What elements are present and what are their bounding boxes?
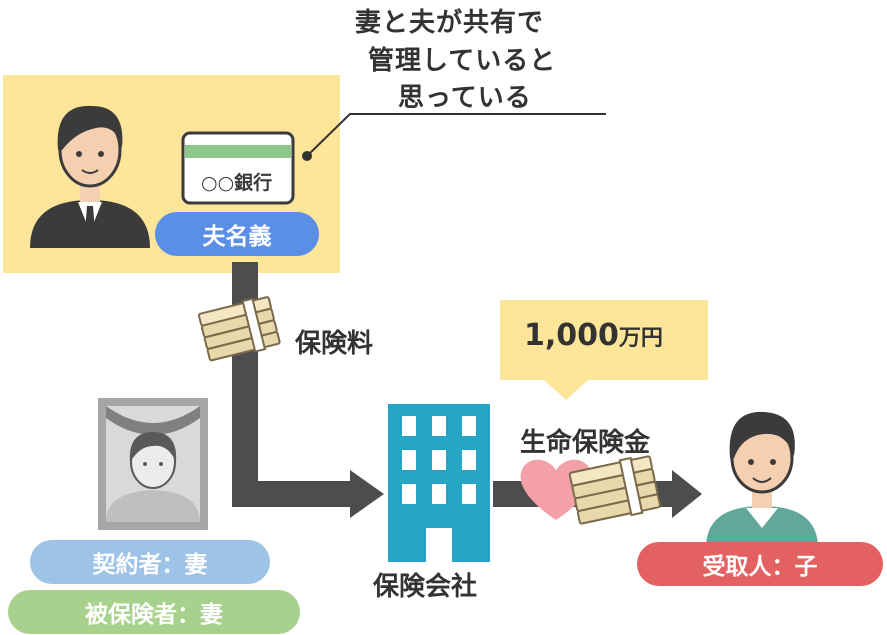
note-callout-line [306,113,606,157]
account-holder-badge: 夫名義 [155,212,319,256]
callout-dot [302,151,312,161]
note-line-2: 管理していると [368,46,557,76]
payout-arrow-head [672,470,702,518]
payout-amount: 1,000万円 [524,318,663,353]
bank-card-icon [181,131,295,205]
policyholder-badge: 契約者：妻 [30,540,270,584]
insurance-company-building-icon [388,404,490,562]
payout-amount-unit: 万円 [618,326,663,351]
child-avatar-icon [706,411,818,548]
husband-avatar-icon [30,105,150,248]
payout-amount-bubble [500,300,708,400]
deceased-wife-portrait-icon [98,398,208,530]
benefit-money-icon [568,455,662,525]
premium-arrow-head [350,470,384,518]
insured-badge: 被保険者：妻 [8,590,300,634]
bank-card-label: ○○銀行 [201,172,273,194]
benefit-label: 生命保険金 [520,428,651,458]
recipient-badge: 受取人：子 [637,542,883,586]
insurer-label: 保険会社 [373,572,478,602]
note-line-1: 妻と夫が共有で [355,8,545,38]
premium-flow-arrow [232,262,352,507]
payout-amount-number: 1,000 [524,318,619,353]
premium-label: 保険料 [295,329,374,359]
note-line-3: 思っている [398,83,532,113]
premium-money-icon [197,296,281,362]
